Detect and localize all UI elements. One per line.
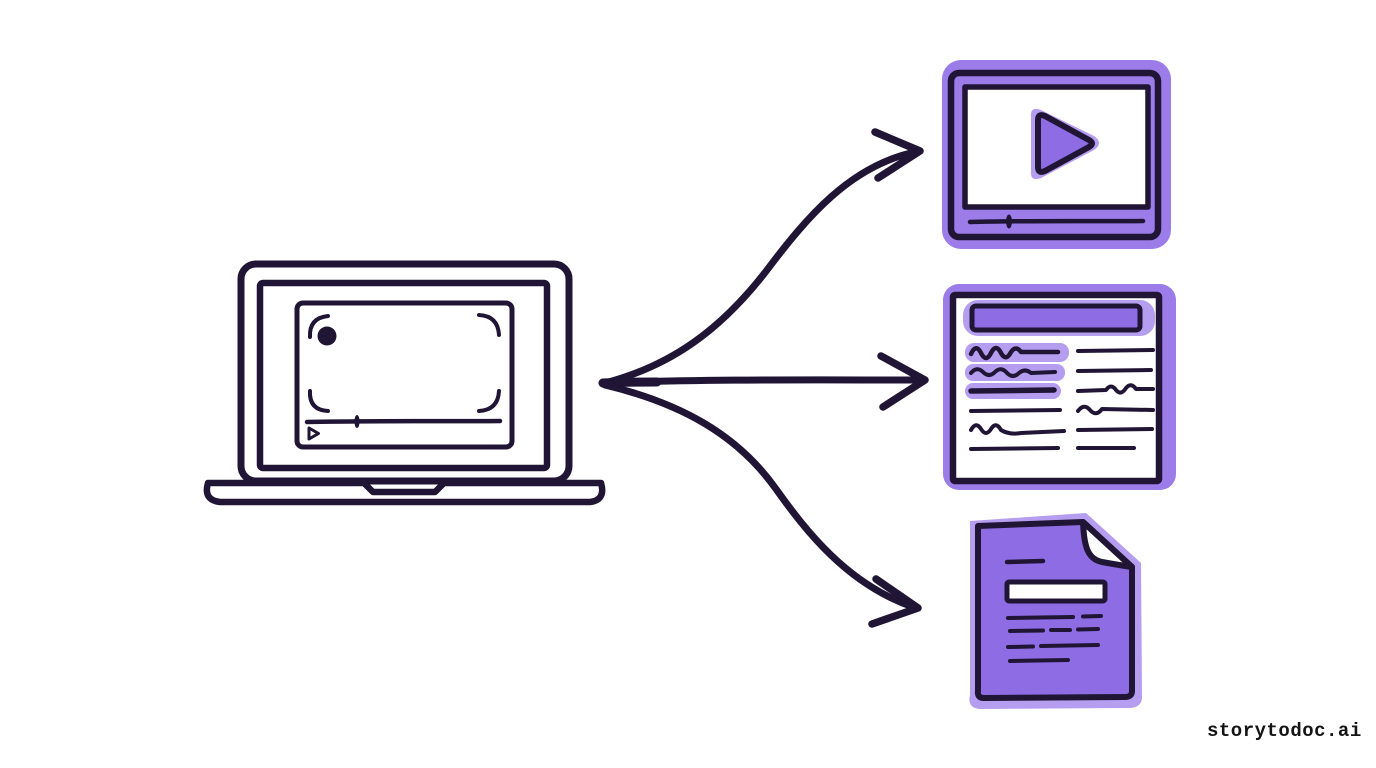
arrow-to-video bbox=[601, 128, 924, 387]
viewfinder-brackets bbox=[307, 313, 501, 413]
screen-recording-frame bbox=[294, 300, 515, 450]
laptop-base bbox=[203, 479, 606, 506]
article-left-column bbox=[965, 343, 1069, 451]
video-progress-bar bbox=[967, 214, 1146, 229]
document-body bbox=[974, 519, 1135, 701]
flow-arrows bbox=[598, 128, 929, 628]
laptop-screen bbox=[256, 279, 551, 472]
screen-play-icon bbox=[307, 426, 320, 441]
article-page-icon bbox=[943, 284, 1176, 490]
arrow-to-article bbox=[601, 352, 929, 411]
document-text-lines bbox=[1006, 614, 1103, 663]
watermark: storytodoc.ai bbox=[1207, 720, 1362, 742]
play-triangle-icon bbox=[1030, 108, 1099, 180]
video-frame bbox=[947, 69, 1162, 241]
article-header-bar bbox=[963, 300, 1155, 336]
laptop-lid bbox=[237, 260, 573, 485]
article-right-column bbox=[1076, 348, 1155, 450]
record-dot bbox=[317, 326, 337, 346]
document-title-field bbox=[1004, 579, 1108, 604]
page-fold bbox=[1080, 519, 1135, 570]
laptop-icon bbox=[203, 260, 606, 506]
document-top-line bbox=[1004, 558, 1046, 565]
screen-progress-bar bbox=[304, 415, 503, 428]
document-file-icon bbox=[969, 513, 1142, 709]
arrow-to-document bbox=[601, 381, 922, 628]
video-player-icon bbox=[942, 60, 1171, 249]
